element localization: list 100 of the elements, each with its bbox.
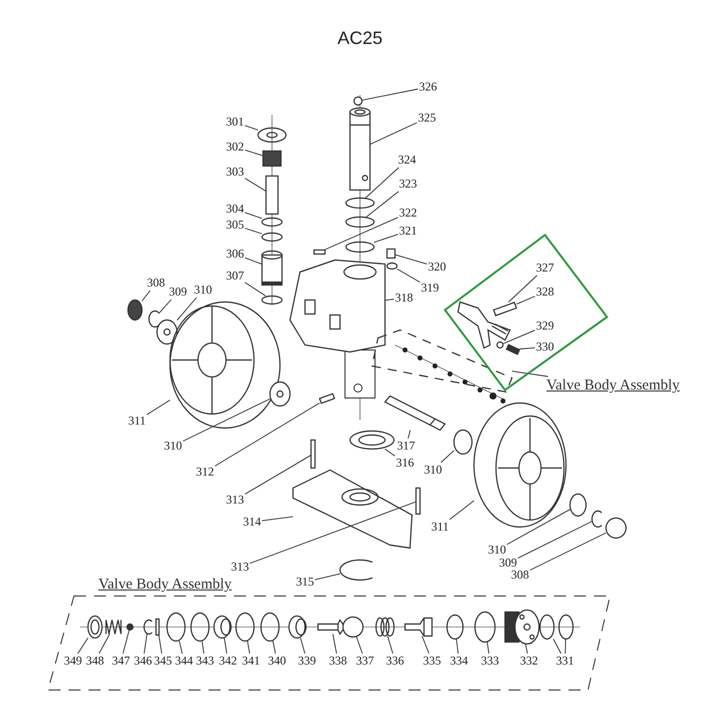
leader-line [144, 634, 148, 654]
leader-line [314, 573, 340, 580]
leader-line [440, 450, 454, 463]
callout-number: 326 [419, 80, 437, 94]
seal-ring-part [87, 615, 103, 639]
leader-line [449, 500, 474, 520]
callout-number: 325 [418, 112, 436, 124]
leader-line [244, 454, 312, 495]
pin-part [310, 439, 316, 469]
valve-seat-part [288, 615, 307, 639]
callout-number: 332 [520, 654, 538, 668]
callout-number: 339 [298, 654, 316, 668]
leader-line [77, 637, 88, 654]
leader-line [519, 347, 536, 350]
cap-part [257, 127, 287, 143]
spring-part [375, 617, 395, 637]
callout-number: 304 [226, 202, 244, 216]
seal-ring-part [539, 614, 555, 640]
callout-number: 310 [164, 440, 182, 452]
callout-number: 348 [86, 654, 104, 668]
callout-number: 318 [395, 292, 413, 304]
callout-number: 308 [511, 568, 529, 582]
callout-number: 341 [242, 654, 260, 668]
leader-line [244, 282, 266, 296]
callout-number: 303 [226, 166, 244, 178]
bearing-part [349, 430, 395, 450]
leader-line [530, 532, 606, 571]
callout-number: 334 [450, 654, 468, 668]
spring-part [506, 344, 520, 356]
leader-line [366, 191, 399, 218]
bushing-part [269, 381, 291, 407]
callout-number: 311 [431, 520, 449, 534]
callout-number: 333 [481, 654, 499, 668]
callout-number: 309 [499, 556, 517, 570]
leader-line [362, 88, 418, 101]
callout-number: 324 [398, 154, 416, 166]
leader-line [224, 638, 228, 654]
leader-line [516, 296, 536, 305]
ball-part [126, 623, 134, 631]
wheel-part [473, 402, 567, 528]
pump-body-part [289, 259, 386, 353]
bushing-part [453, 429, 473, 455]
callout-number: 335 [423, 654, 441, 668]
leader-line [396, 268, 420, 283]
valve-seat-part [213, 615, 232, 639]
callout-number: 320 [428, 260, 446, 274]
leader-line [300, 638, 306, 654]
seal-ring-part [345, 241, 375, 253]
pin-part [313, 249, 326, 255]
seal-ring-part [166, 612, 186, 642]
callout-number: 330 [536, 340, 554, 354]
leader-line [244, 150, 264, 156]
wheel-cap-part [605, 517, 627, 539]
callout-number: 327 [536, 262, 554, 274]
washer-part [386, 262, 398, 270]
pin-part [155, 618, 160, 636]
axle-part [384, 395, 446, 431]
callout-number: 310 [424, 464, 442, 476]
callout-number: 311 [128, 414, 146, 428]
callout-number: 301 [226, 116, 244, 128]
seal-ring-part [190, 612, 210, 642]
leader-line [146, 400, 170, 416]
callout-number: 313 [231, 560, 249, 574]
valve-stem-part [317, 618, 346, 636]
leader-line [486, 642, 490, 654]
retaining-ring-part [339, 559, 373, 581]
callout-number: 338 [329, 654, 347, 668]
callout-number: 315 [296, 576, 314, 588]
callout-number: 305 [226, 218, 244, 232]
spring-part [105, 619, 122, 635]
callout-number: 331 [556, 654, 574, 668]
bushing-part [569, 493, 587, 517]
callout-number: 349 [64, 654, 82, 668]
leader-line [244, 212, 262, 219]
callout-number: 302 [226, 140, 244, 154]
spring-part [262, 150, 282, 167]
leader-line [408, 430, 411, 439]
sleeve-part [261, 250, 283, 286]
plunger-part [265, 175, 279, 215]
leader-line [324, 216, 398, 250]
leader-line [244, 125, 258, 131]
leader-line [158, 299, 172, 314]
leader-line [214, 402, 320, 466]
leader-line [332, 634, 338, 654]
assembly-label: Valve Body Assembly [546, 378, 680, 394]
callout-number: 347 [112, 654, 130, 668]
leader-line [176, 297, 198, 321]
leader-line [178, 640, 183, 654]
bushing-part [156, 319, 178, 345]
washer-part [261, 295, 283, 305]
ball-part [342, 616, 364, 638]
seal-ring-part [474, 611, 496, 643]
leader-line [370, 122, 418, 145]
callout-number: 323 [399, 178, 417, 190]
seal-ring-part [345, 216, 375, 228]
leader-line [356, 636, 363, 654]
leader-line [552, 638, 562, 654]
leader-line [502, 330, 536, 344]
leader-line [244, 178, 266, 192]
plug-part [504, 609, 540, 645]
